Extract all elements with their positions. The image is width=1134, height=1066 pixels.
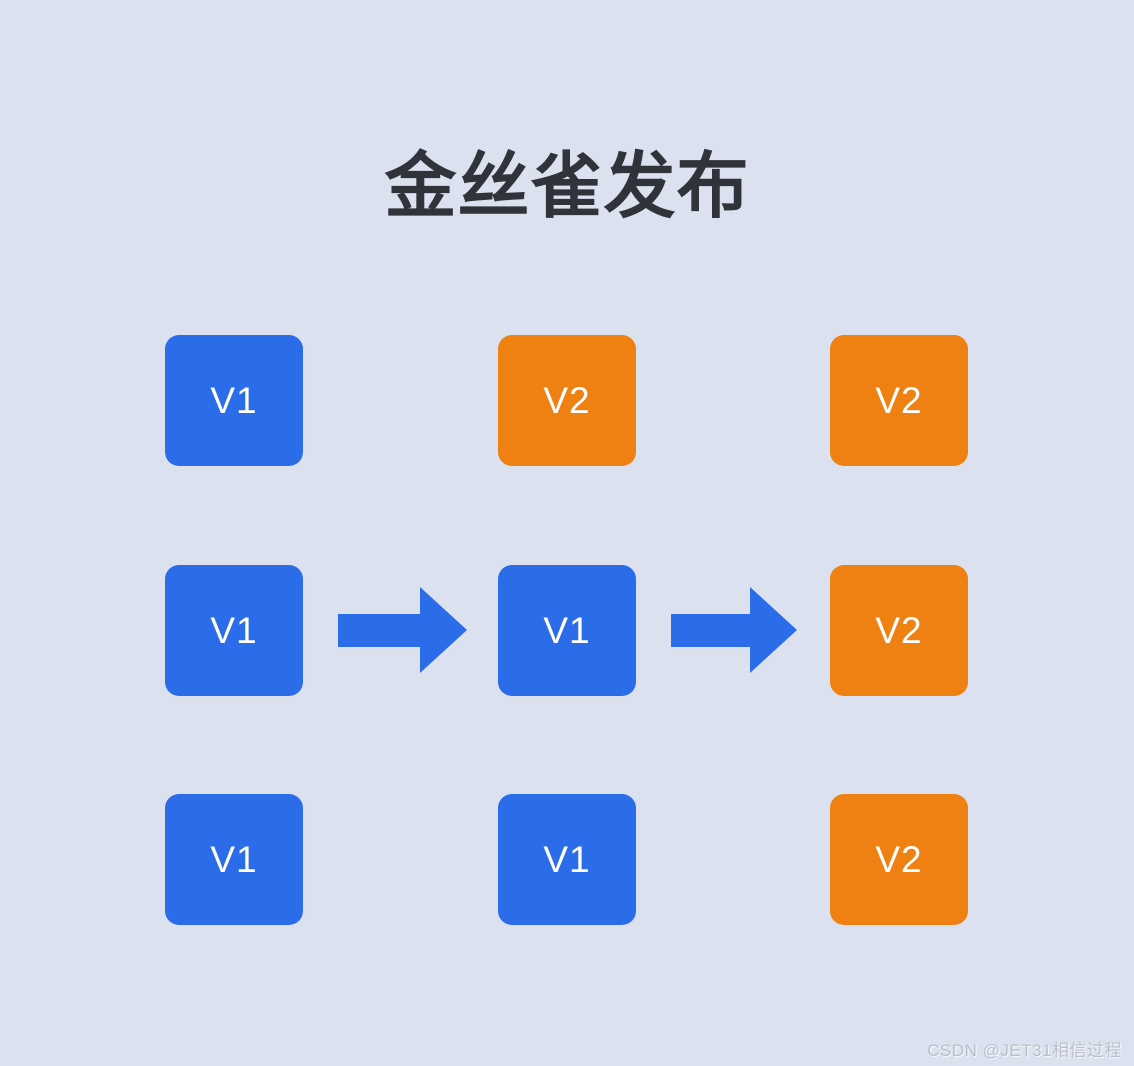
version-node: V2 [830,335,968,466]
version-node: V1 [498,794,636,925]
version-node: V1 [165,565,303,696]
version-node: V2 [830,794,968,925]
arrow-shaft [338,613,420,647]
version-node: V2 [498,335,636,466]
version-node: V1 [498,565,636,696]
version-node-label: V1 [210,838,258,880]
diagram-title: 金丝雀发布 [384,147,750,227]
version-node-label: V2 [875,609,923,651]
watermark: CSDN @JET31相信过程 [927,1041,1122,1060]
arrow-head [750,587,797,673]
arrow-right-icon [338,587,467,673]
version-node: V1 [165,794,303,925]
version-node-label: V1 [543,609,591,651]
version-node-label: V2 [875,838,923,880]
version-node-label: V1 [210,379,258,421]
version-node-label: V1 [543,838,591,880]
version-node-label: V1 [210,609,258,651]
arrow-shaft [671,613,750,647]
version-node-label: V2 [875,379,923,421]
version-node: V2 [830,565,968,696]
arrow-right-icon [671,587,797,673]
version-node: V1 [165,335,303,466]
version-node-label: V2 [543,379,591,421]
arrow-head [420,587,467,673]
